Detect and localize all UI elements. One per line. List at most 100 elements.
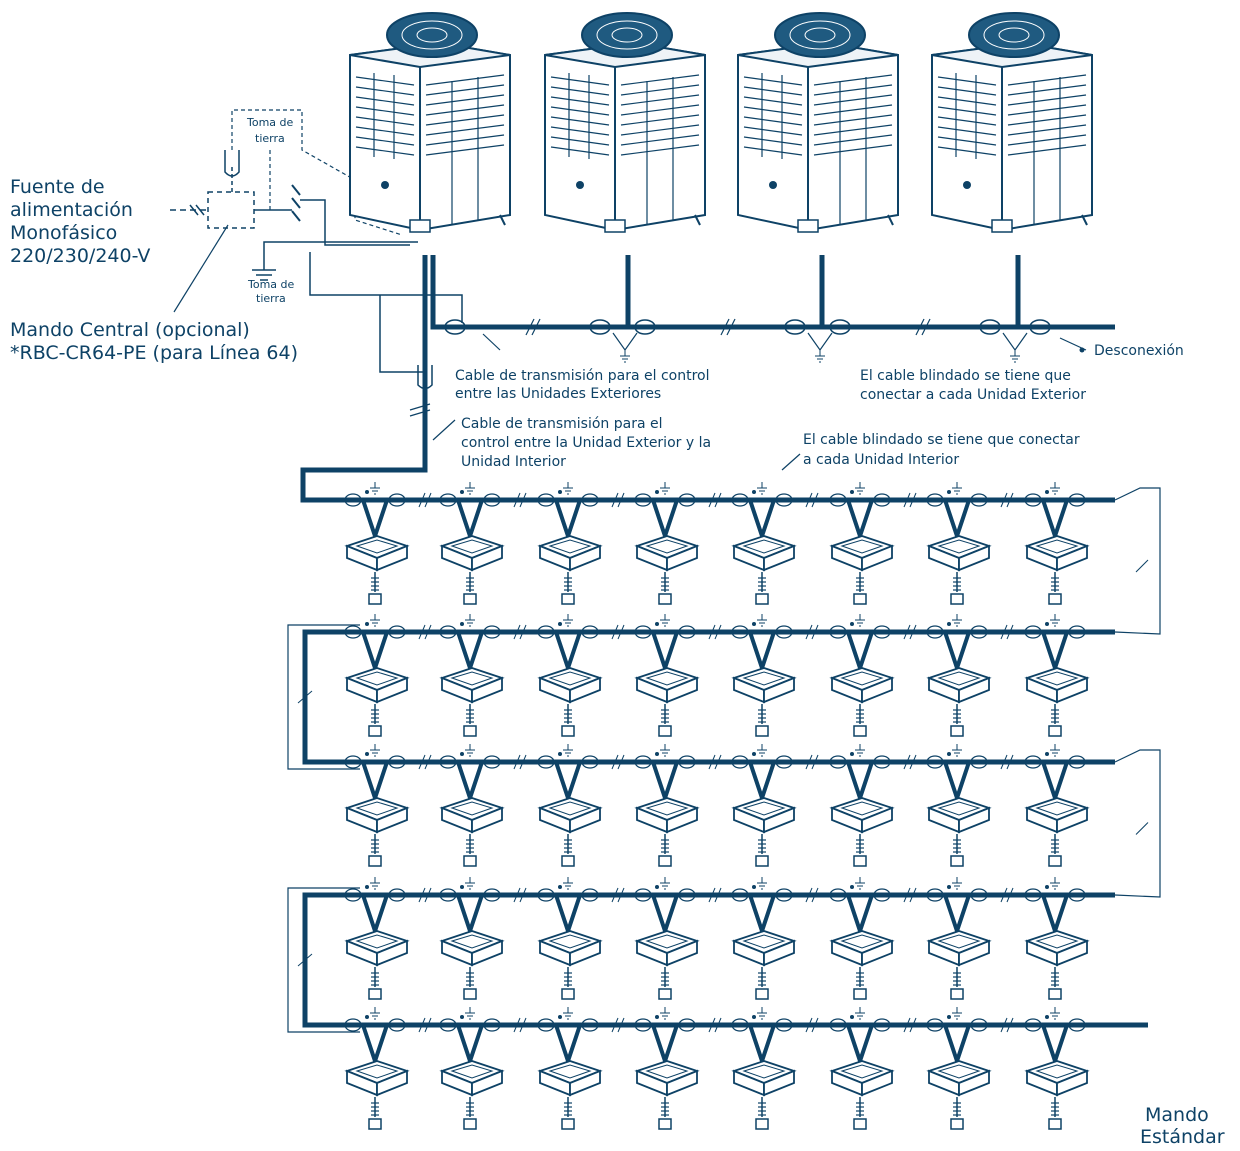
shield-marker (439, 1018, 457, 1032)
cassette-indoor-unit-icon (928, 797, 990, 833)
shield-dot (655, 1015, 659, 1019)
outdoor-unit-icon (931, 12, 1093, 233)
cut-mark (805, 887, 813, 903)
shield-marker (581, 625, 599, 639)
remote-controller-icon (658, 703, 672, 737)
shield-dot (460, 1015, 464, 1019)
remote-controller-icon (1048, 1096, 1062, 1130)
shield-dot (752, 490, 756, 494)
ground-icon (659, 481, 671, 495)
cable-ou-iu-line-2: control entre la Unidad Exterior y la (461, 435, 711, 451)
cassette-indoor-unit-icon (733, 1060, 795, 1096)
shield-marker (581, 755, 599, 769)
ground-icon (854, 613, 866, 627)
outdoor-unit-icon (737, 12, 899, 233)
indoor-drop-line (361, 894, 389, 938)
shield-marker (970, 755, 988, 769)
cut-mark (714, 624, 722, 640)
indoor-drop-line (651, 894, 679, 938)
shield-marker (483, 1018, 501, 1032)
shield-marker (439, 625, 457, 639)
remote-controller-icon (950, 833, 964, 867)
cut-mark (708, 624, 716, 640)
cut-mark (903, 887, 911, 903)
indoor-drop-line (748, 631, 776, 675)
remote-controller-icon (853, 966, 867, 1000)
cut-mark (617, 887, 625, 903)
power-source-line-1: Fuente de (10, 176, 105, 198)
cut-mark (424, 492, 432, 508)
cassette-indoor-unit-icon (636, 1060, 698, 1096)
shield-dot (365, 885, 369, 889)
cut-mark (915, 318, 925, 336)
cassette-indoor-unit-icon (733, 535, 795, 571)
cut-mark (519, 1017, 527, 1033)
remote-controller-icon (1048, 833, 1062, 867)
shield-dot (655, 490, 659, 494)
remote-controller-icon (561, 1096, 575, 1130)
cassette-indoor-unit-icon (831, 1060, 893, 1096)
ground-icon (659, 613, 671, 627)
shield-marker (581, 888, 599, 902)
shield-marker (678, 755, 696, 769)
shield-indoor-label: El cable blindado se tiene que conectar … (803, 432, 1080, 468)
cut-mark (519, 624, 527, 640)
loop-connector (1114, 749, 1161, 898)
shield-marker (581, 493, 599, 507)
cassette-indoor-unit-icon (346, 667, 408, 703)
cassette-indoor-unit-icon (441, 797, 503, 833)
cut-mark (811, 754, 819, 770)
cut-mark (1000, 887, 1008, 903)
indoor-drop-line (456, 761, 484, 805)
cut-mark (1135, 559, 1149, 573)
cut-mark (617, 624, 625, 640)
remote-controller-icon (1048, 966, 1062, 1000)
ground-icon (1049, 481, 1061, 495)
indoor-drop-line (846, 894, 874, 938)
cut-mark (1000, 492, 1008, 508)
shield-dot (850, 490, 854, 494)
remote-controller-icon (755, 703, 769, 737)
power-source-line-4: 220/230/240-V (10, 245, 150, 267)
cassette-indoor-unit-icon (1026, 535, 1088, 571)
cut-mark (811, 624, 819, 640)
cassette-indoor-unit-icon (831, 667, 893, 703)
standard-remote-line-2: Estándar (1140, 1126, 1225, 1148)
shield-marker (634, 888, 652, 902)
cut-mark (909, 492, 917, 508)
indoor-drop-line (846, 499, 874, 543)
remote-controller-icon (463, 571, 477, 605)
shield-marker (634, 625, 652, 639)
ground-icon (369, 743, 381, 757)
cut-mark (714, 1017, 722, 1033)
indoor-drop-line (361, 761, 389, 805)
indoor-drop-line (943, 1024, 971, 1068)
cut-mark (805, 754, 813, 770)
cut-mark (909, 624, 917, 640)
shield-marker (1024, 493, 1042, 507)
ground-icon (854, 743, 866, 757)
shield-marker (1068, 888, 1086, 902)
cut-mark (617, 754, 625, 770)
shield-dot (558, 885, 562, 889)
shield-marker (678, 1018, 696, 1032)
cut-mark (418, 754, 426, 770)
ground-icon (854, 876, 866, 890)
cut-mark (805, 624, 813, 640)
ground-icon (854, 1006, 866, 1020)
remote-controller-icon (755, 571, 769, 605)
ground-top-line-2: tierra (255, 132, 285, 145)
remote-controller-icon (561, 571, 575, 605)
shield-marker (1068, 493, 1086, 507)
shield-marker (581, 1018, 599, 1032)
shield-marker (589, 319, 611, 335)
indoor-drop-line (943, 631, 971, 675)
indoor-drop-line (1041, 894, 1069, 938)
shield-marker (829, 888, 847, 902)
shield-marker (1024, 1018, 1042, 1032)
cut-mark (418, 492, 426, 508)
shield-marker (829, 755, 847, 769)
remote-controller-icon (950, 1096, 964, 1130)
loop-connector (302, 892, 360, 1028)
shield-marker (731, 625, 749, 639)
